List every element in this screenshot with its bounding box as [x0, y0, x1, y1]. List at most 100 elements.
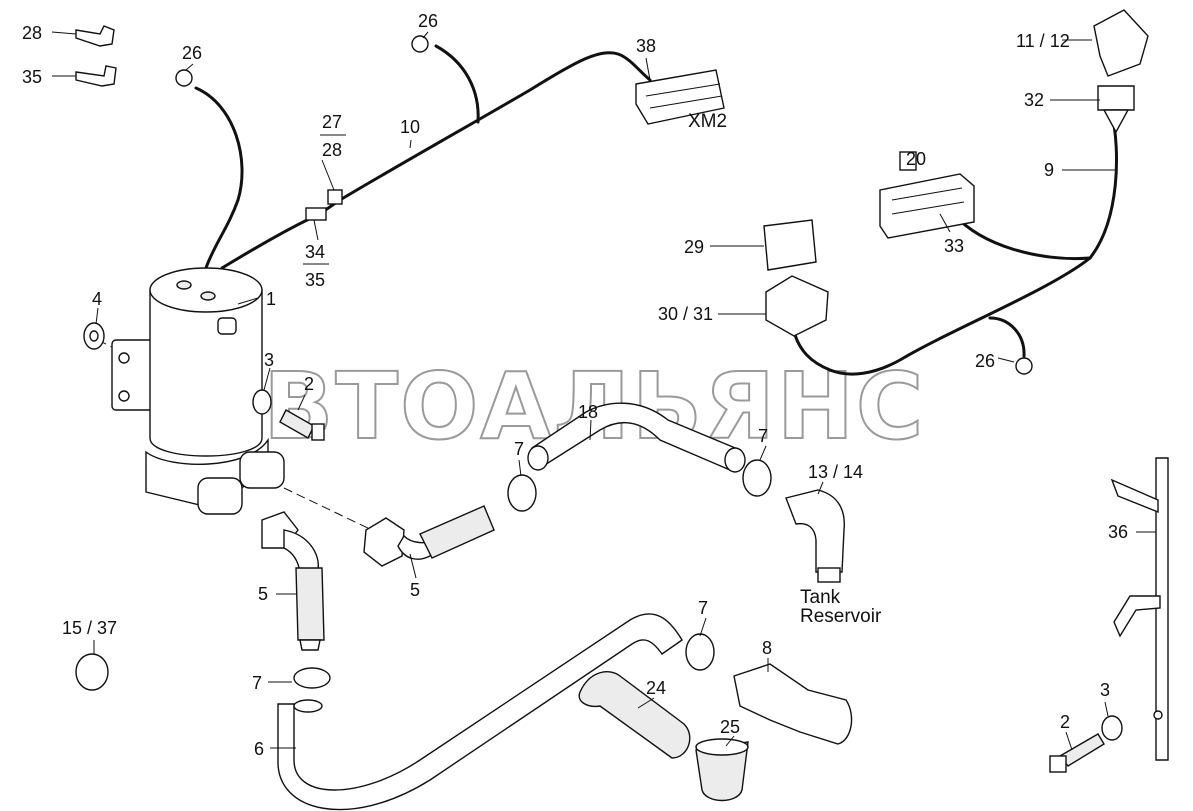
inline-connector-34-35	[305, 207, 327, 221]
pump-toggle	[217, 317, 237, 335]
label-35: 35	[22, 67, 42, 87]
label-8: 8	[762, 638, 772, 658]
label-30-31: 30 / 31	[658, 304, 713, 324]
relay-29	[763, 219, 817, 271]
label-18: 18	[578, 402, 598, 422]
bolt-2-lower-head	[1049, 755, 1067, 773]
connector-28	[75, 25, 115, 47]
filter-8	[733, 663, 853, 745]
inline-connector-27-28	[327, 189, 343, 205]
label-3: 3	[1100, 680, 1110, 700]
label-26: 26	[975, 351, 995, 371]
label-tank: Tank	[800, 587, 841, 608]
label-7: 7	[252, 673, 262, 693]
ring-terminal-26	[175, 69, 193, 87]
hose-6	[277, 613, 683, 811]
hose-clip-15-37	[75, 653, 109, 691]
label-26: 26	[418, 11, 438, 31]
hose-18-end	[527, 445, 549, 471]
ring-terminal-26	[1015, 357, 1033, 375]
wire-26-right	[988, 316, 1026, 358]
label-24: 24	[646, 678, 666, 698]
bracket-hole	[118, 390, 130, 402]
connector-35	[75, 65, 117, 87]
strainer-25	[695, 741, 749, 802]
pump-top	[149, 267, 263, 313]
label-28: 28	[22, 23, 42, 43]
clamp-7	[507, 474, 537, 512]
bracket-36-arm	[1110, 478, 1159, 514]
connector-32	[1097, 85, 1135, 111]
connector-xm2	[635, 69, 725, 125]
label-34: 34	[305, 242, 325, 262]
pump-body	[149, 289, 263, 457]
hose-18	[531, 402, 741, 471]
strainer-25-top	[695, 738, 749, 756]
hose-18-end	[724, 447, 746, 473]
label-reservoir: Reservoir	[800, 606, 882, 627]
label-25: 25	[720, 717, 740, 737]
label-7: 7	[698, 598, 708, 618]
elbow-nozzle	[817, 567, 841, 583]
bracket-hole	[118, 352, 130, 364]
label-33: 33	[944, 236, 964, 256]
elbow-13-14	[785, 489, 845, 573]
clamp-7	[293, 667, 331, 689]
label-29: 29	[684, 237, 704, 257]
assembly-line-2	[283, 487, 373, 531]
fuse-slots	[891, 187, 965, 215]
label-4: 4	[92, 289, 102, 309]
washer-3	[252, 389, 272, 415]
bracket-36-arm	[1113, 595, 1161, 638]
label-27: 27	[322, 112, 342, 132]
label-20: 20	[906, 149, 926, 169]
connector-xm2-pins	[645, 83, 723, 109]
washer-3-lower	[1101, 715, 1123, 741]
label-32: 32	[1024, 90, 1044, 110]
label-2: 2	[304, 374, 314, 394]
switch-11-12	[1093, 9, 1149, 77]
label-7: 7	[514, 439, 524, 459]
clamp-7	[685, 633, 715, 671]
wire-harness-9	[793, 112, 1118, 376]
label-xm2: XM2	[688, 111, 727, 132]
pump-port	[239, 451, 285, 489]
bracket-hole	[1153, 710, 1163, 720]
ring-terminal-26	[411, 35, 429, 53]
label-6: 6	[254, 739, 264, 759]
label-1: 1	[266, 289, 276, 309]
fuel-pump	[111, 267, 285, 515]
washer-4-hole	[89, 330, 99, 342]
hose-fitting-5-right	[363, 505, 495, 567]
wire-33	[953, 213, 1092, 261]
part-labels: 28 35 26 26 38 XM2 11 / 12 32 9 10 27 28…	[22, 11, 1128, 759]
label-2: 2	[1060, 712, 1070, 732]
label-36: 36	[1108, 522, 1128, 542]
label-7: 7	[758, 426, 768, 446]
label-38: 38	[636, 36, 656, 56]
label-35-fraction: 35	[305, 270, 325, 290]
label-13-14: 13 / 14	[808, 462, 863, 482]
hose-fitting-5-left	[261, 511, 325, 651]
clamp-7	[742, 459, 772, 497]
hose-6-end	[293, 699, 323, 713]
bolt-2-head	[311, 423, 325, 441]
fuse-20	[899, 151, 917, 171]
wire-26-top	[434, 44, 480, 124]
wire-26-left	[194, 86, 244, 270]
label-26: 26	[182, 43, 202, 63]
label-9: 9	[1044, 160, 1054, 180]
connector-32-tail	[1102, 109, 1130, 134]
wire-harness-10	[220, 51, 652, 270]
relay-socket-30-31	[765, 275, 829, 337]
bolt-2-thread	[279, 409, 315, 439]
wiring	[194, 44, 1118, 376]
label-10: 10	[400, 117, 420, 137]
label-5: 5	[258, 584, 268, 604]
strainer-24	[578, 671, 691, 759]
label-28-fraction: 28	[322, 140, 342, 160]
pump-port	[197, 477, 243, 515]
label-15-37: 15 / 37	[62, 618, 117, 638]
pump-terminal	[200, 291, 216, 301]
